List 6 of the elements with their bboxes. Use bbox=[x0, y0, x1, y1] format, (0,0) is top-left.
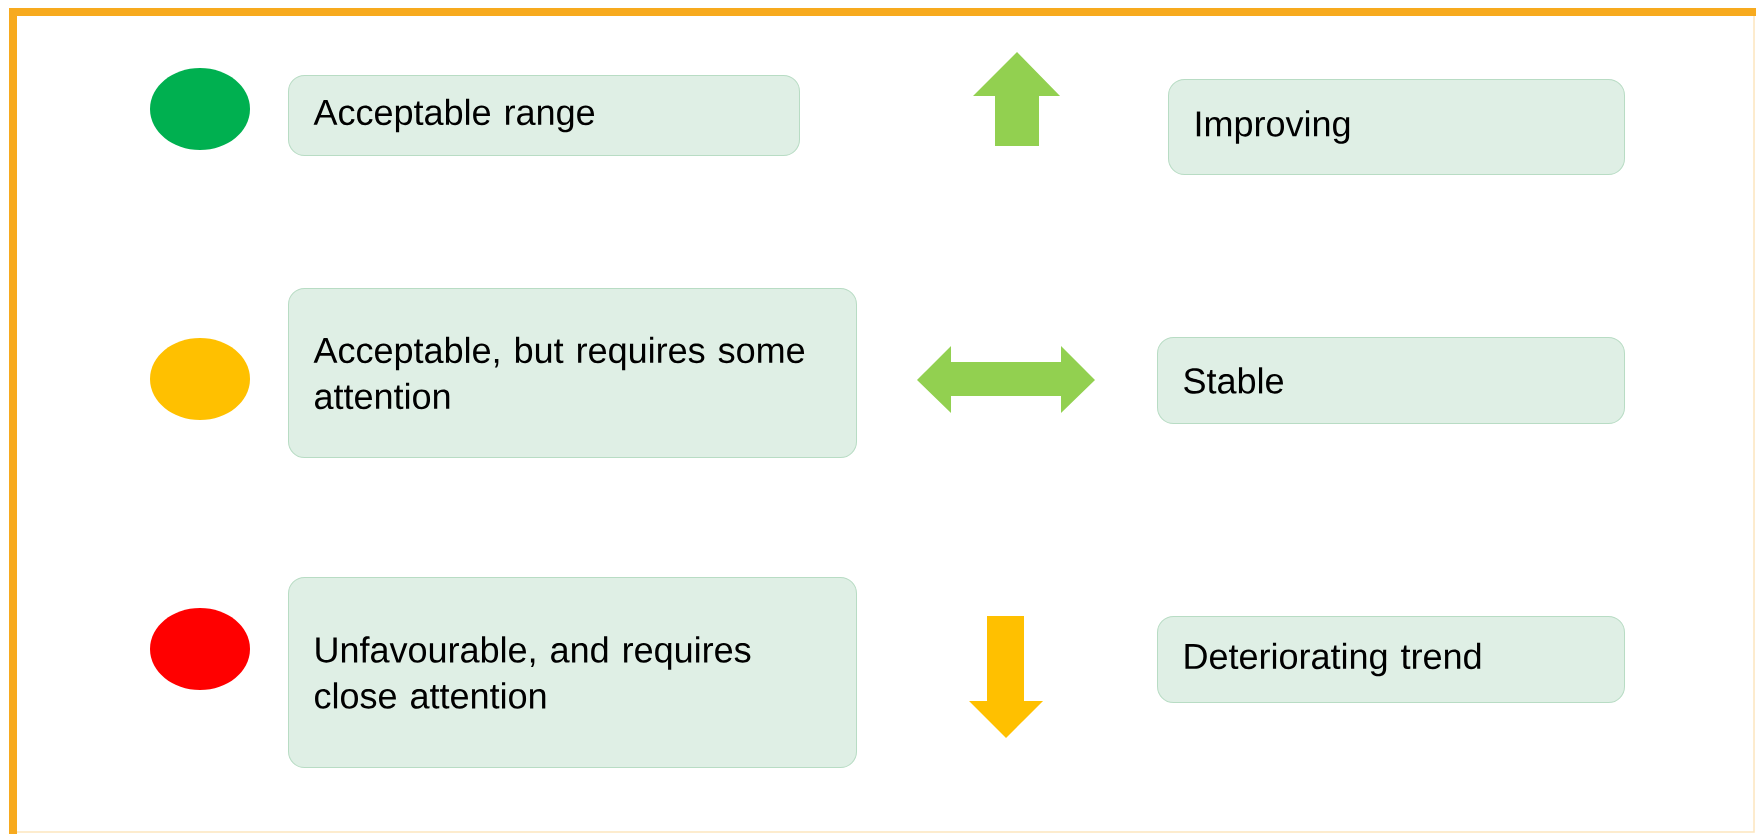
legend-box: Deteriorating trend bbox=[1157, 616, 1625, 703]
legend-box: Stable bbox=[1157, 337, 1625, 424]
legend-box: Improving bbox=[1168, 79, 1625, 175]
legend-box: Unfavourable, and requires close attention bbox=[288, 577, 857, 768]
legend-box: Acceptable range bbox=[288, 75, 800, 156]
legend-box: Acceptable, but requires some attention bbox=[288, 288, 857, 458]
